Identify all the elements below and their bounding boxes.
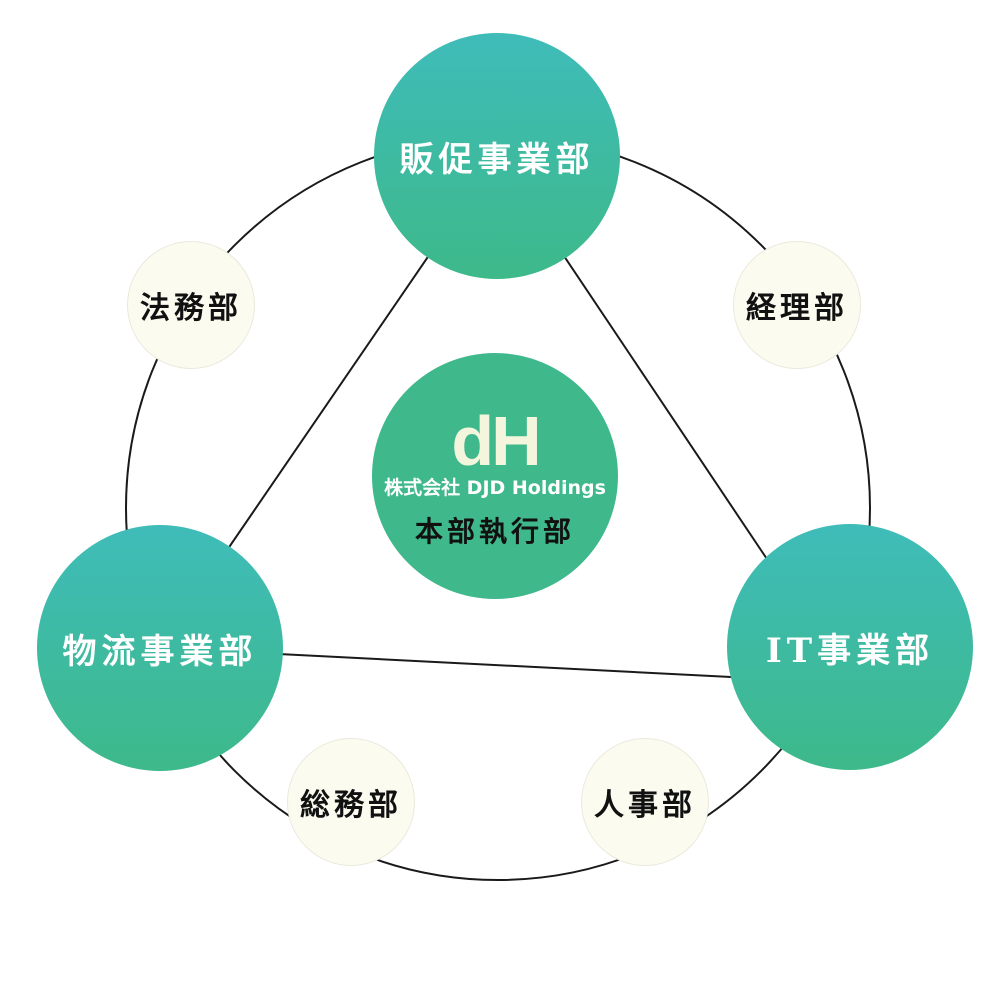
department-accounting-label: 経理部 <box>746 291 848 326</box>
company-name: 株式会社 DJD Holdings <box>384 477 606 499</box>
division-it-label: IT事業部 <box>765 630 935 671</box>
department-accounting[interactable]: 経理部 <box>733 241 861 369</box>
division-it[interactable]: IT事業部 <box>727 524 973 770</box>
division-sales-promotion[interactable]: 販促事業部 <box>374 33 620 279</box>
division-sales-promotion-label: 販促事業部 <box>399 139 595 180</box>
department-general-affairs-label: 総務部 <box>300 788 402 823</box>
department-human-resources[interactable]: 人事部 <box>581 738 709 866</box>
headquarters-executive[interactable]: dH 株式会社 DJD Holdings 本部執行部 <box>372 353 618 599</box>
department-human-resources-label: 人事部 <box>594 788 696 823</box>
department-general-affairs[interactable]: 総務部 <box>287 738 415 866</box>
division-logistics[interactable]: 物流事業部 <box>37 525 283 771</box>
department-legal[interactable]: 法務部 <box>127 241 255 369</box>
headquarters-label: 本部執行部 <box>414 515 575 548</box>
inner-triangle <box>158 154 852 685</box>
division-logistics-label: 物流事業部 <box>62 631 258 672</box>
dh-logo: dH <box>451 402 541 480</box>
department-legal-label: 法務部 <box>140 291 242 326</box>
